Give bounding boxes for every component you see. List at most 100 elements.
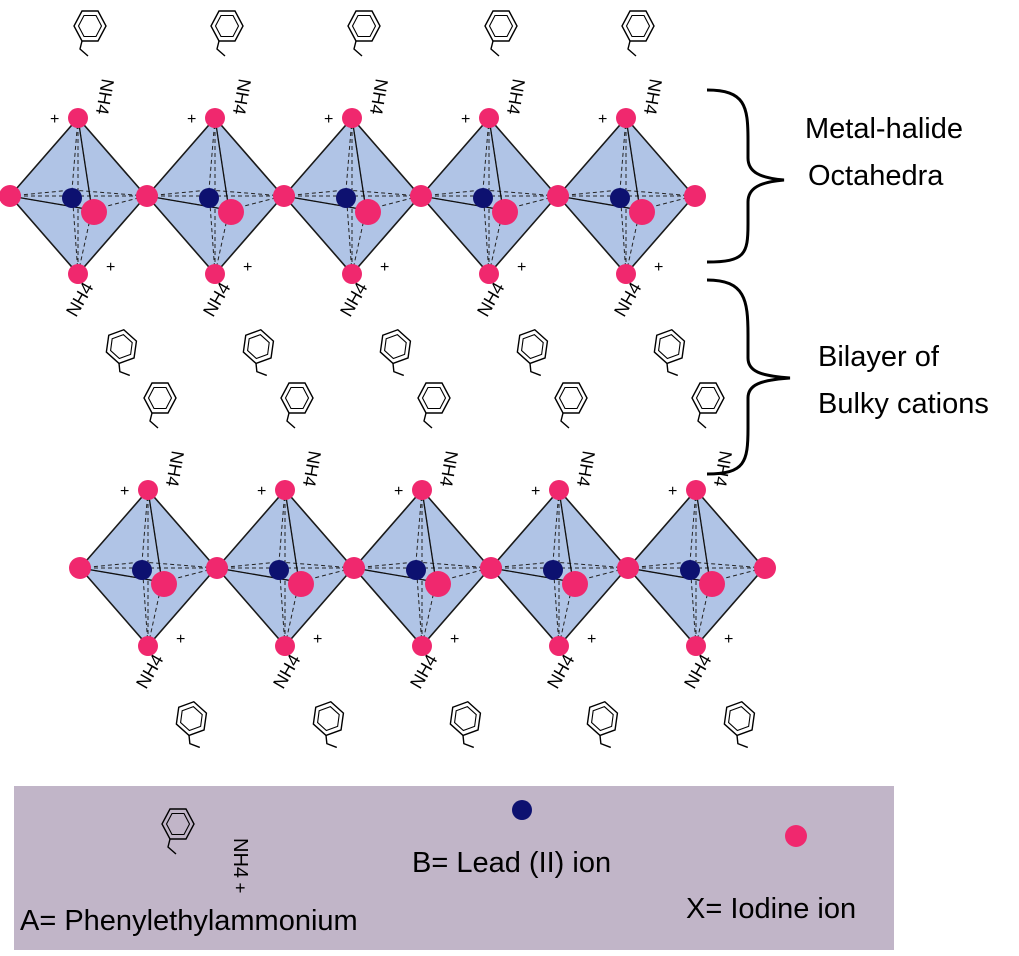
iodine-ion bbox=[343, 557, 365, 579]
amine-charge: + bbox=[668, 483, 677, 500]
octahedra-row bbox=[69, 480, 776, 656]
iodine-ion bbox=[355, 199, 381, 225]
cation-layer: NH4 + NH4 + NH4 + NH4 + NH4 + NH4 + NH4 + NH4 + NH4 + NH4 +… bbox=[50, 10, 766, 753]
iodine-ion bbox=[410, 185, 432, 207]
lead-ion bbox=[406, 560, 426, 580]
phenylethylammonium-molecule bbox=[581, 698, 629, 753]
amine-label: NH4 bbox=[680, 651, 715, 692]
octahedron-edge bbox=[345, 117, 353, 191]
iodine-ion bbox=[342, 108, 362, 128]
octahedron bbox=[626, 480, 766, 656]
octahedron-edge bbox=[216, 567, 300, 583]
octahedra-brace bbox=[706, 88, 785, 264]
iodine-ion bbox=[288, 571, 314, 597]
octahedron-edge bbox=[214, 209, 230, 275]
iodine-ion bbox=[684, 185, 706, 207]
octahedron-edge bbox=[71, 117, 79, 191]
phenylethylammonium-legend-icon: NH4 + bbox=[161, 808, 251, 898]
amine-label: NH4 bbox=[436, 449, 462, 488]
amine-charge: + bbox=[50, 111, 59, 128]
octahedron-edge bbox=[214, 117, 230, 211]
octahedron bbox=[8, 108, 148, 284]
iodine-ion bbox=[138, 636, 158, 656]
iodine-ion bbox=[686, 480, 706, 500]
amine-label: NH4 bbox=[132, 651, 167, 692]
amine-label: NH4 bbox=[366, 77, 392, 116]
phenylethylammonium-molecule bbox=[73, 10, 107, 57]
legend-a-label: A= Phenylethylammonium bbox=[20, 905, 358, 937]
phenylethylammonium-molecule bbox=[718, 698, 766, 753]
amine-charge: + bbox=[517, 259, 526, 276]
octahedron-edge bbox=[421, 489, 437, 583]
octahedron-edge bbox=[77, 209, 93, 275]
octahedron bbox=[215, 480, 355, 656]
lead-ion-legend-icon bbox=[512, 800, 532, 820]
iodine-ion bbox=[479, 264, 499, 284]
octahedron-edge bbox=[689, 489, 697, 563]
iodine-ion bbox=[686, 636, 706, 656]
amine-charge: + bbox=[243, 259, 252, 276]
legend-x-label: X= Iodine ion bbox=[686, 893, 856, 925]
iodine-ion bbox=[275, 636, 295, 656]
amine-label: NH4 bbox=[640, 77, 666, 116]
phenylethylammonium-molecule bbox=[280, 382, 314, 429]
iodine-ion bbox=[425, 571, 451, 597]
iodine-ion bbox=[562, 571, 588, 597]
amine-charge: + bbox=[654, 259, 663, 276]
octahedron bbox=[556, 108, 696, 284]
amine-label: NH4 bbox=[62, 279, 97, 320]
amine-charge: + bbox=[176, 631, 185, 648]
octahedron-edge bbox=[558, 581, 574, 647]
amine-charge: + bbox=[724, 631, 733, 648]
octahedron-edge bbox=[415, 489, 423, 563]
iodine-ion bbox=[616, 264, 636, 284]
octahedron-edge bbox=[71, 189, 147, 197]
iodine-ion bbox=[479, 108, 499, 128]
amine-charge: + bbox=[587, 631, 596, 648]
amine-charge: + bbox=[106, 259, 115, 276]
octahedron-edge bbox=[695, 581, 711, 647]
amine-charge: + bbox=[313, 631, 322, 648]
iodine-ion bbox=[342, 264, 362, 284]
octahedron-edge bbox=[284, 489, 300, 583]
amine-label: NH4 bbox=[710, 449, 736, 488]
amine-charge: + bbox=[257, 483, 266, 500]
amine-label: NH4 bbox=[162, 449, 188, 488]
octahedron-edge bbox=[208, 189, 284, 197]
iodine-ion bbox=[151, 571, 177, 597]
amine-charge: + bbox=[120, 483, 129, 500]
amine-label: NH4 bbox=[336, 279, 371, 320]
phenylethylammonium-molecule bbox=[210, 10, 244, 57]
phenylethylammonium-molecule bbox=[511, 326, 559, 381]
octahedron-edge bbox=[552, 561, 628, 569]
octahedron-edge bbox=[9, 195, 93, 211]
amine-charge: + bbox=[598, 111, 607, 128]
octahedron-edge bbox=[79, 567, 163, 583]
legend-b-label: B= Lead (II) ion bbox=[412, 847, 611, 879]
octahedron-edge bbox=[627, 567, 711, 583]
octahedron-edge bbox=[415, 561, 491, 569]
phenylethylammonium-molecule bbox=[170, 698, 218, 753]
phenylethylammonium-molecule bbox=[621, 10, 655, 57]
phenylethylammonium-molecule bbox=[444, 698, 492, 753]
iodine-ion bbox=[616, 108, 636, 128]
octahedron-edge bbox=[147, 581, 163, 647]
octahedron-edge bbox=[77, 117, 93, 211]
octahedron-edge bbox=[283, 195, 367, 211]
iodine-ion bbox=[136, 185, 158, 207]
lead-ion bbox=[269, 560, 289, 580]
octahedron-edge bbox=[351, 209, 367, 275]
iodine-ion bbox=[206, 557, 228, 579]
iodine-ion bbox=[0, 185, 21, 207]
lead-ion bbox=[610, 188, 630, 208]
amine-label: NH4 bbox=[199, 279, 234, 320]
octahedron bbox=[145, 108, 285, 284]
lead-ion bbox=[62, 188, 82, 208]
cation-above: NH4 + bbox=[668, 382, 736, 500]
amine-label: NH4 bbox=[269, 651, 304, 692]
octahedron-edge bbox=[351, 117, 367, 211]
octahedron-edge bbox=[625, 117, 641, 211]
phenylethylammonium-molecule bbox=[484, 10, 518, 57]
amine-label: NH4 bbox=[92, 77, 118, 116]
iodine-ion bbox=[138, 480, 158, 500]
